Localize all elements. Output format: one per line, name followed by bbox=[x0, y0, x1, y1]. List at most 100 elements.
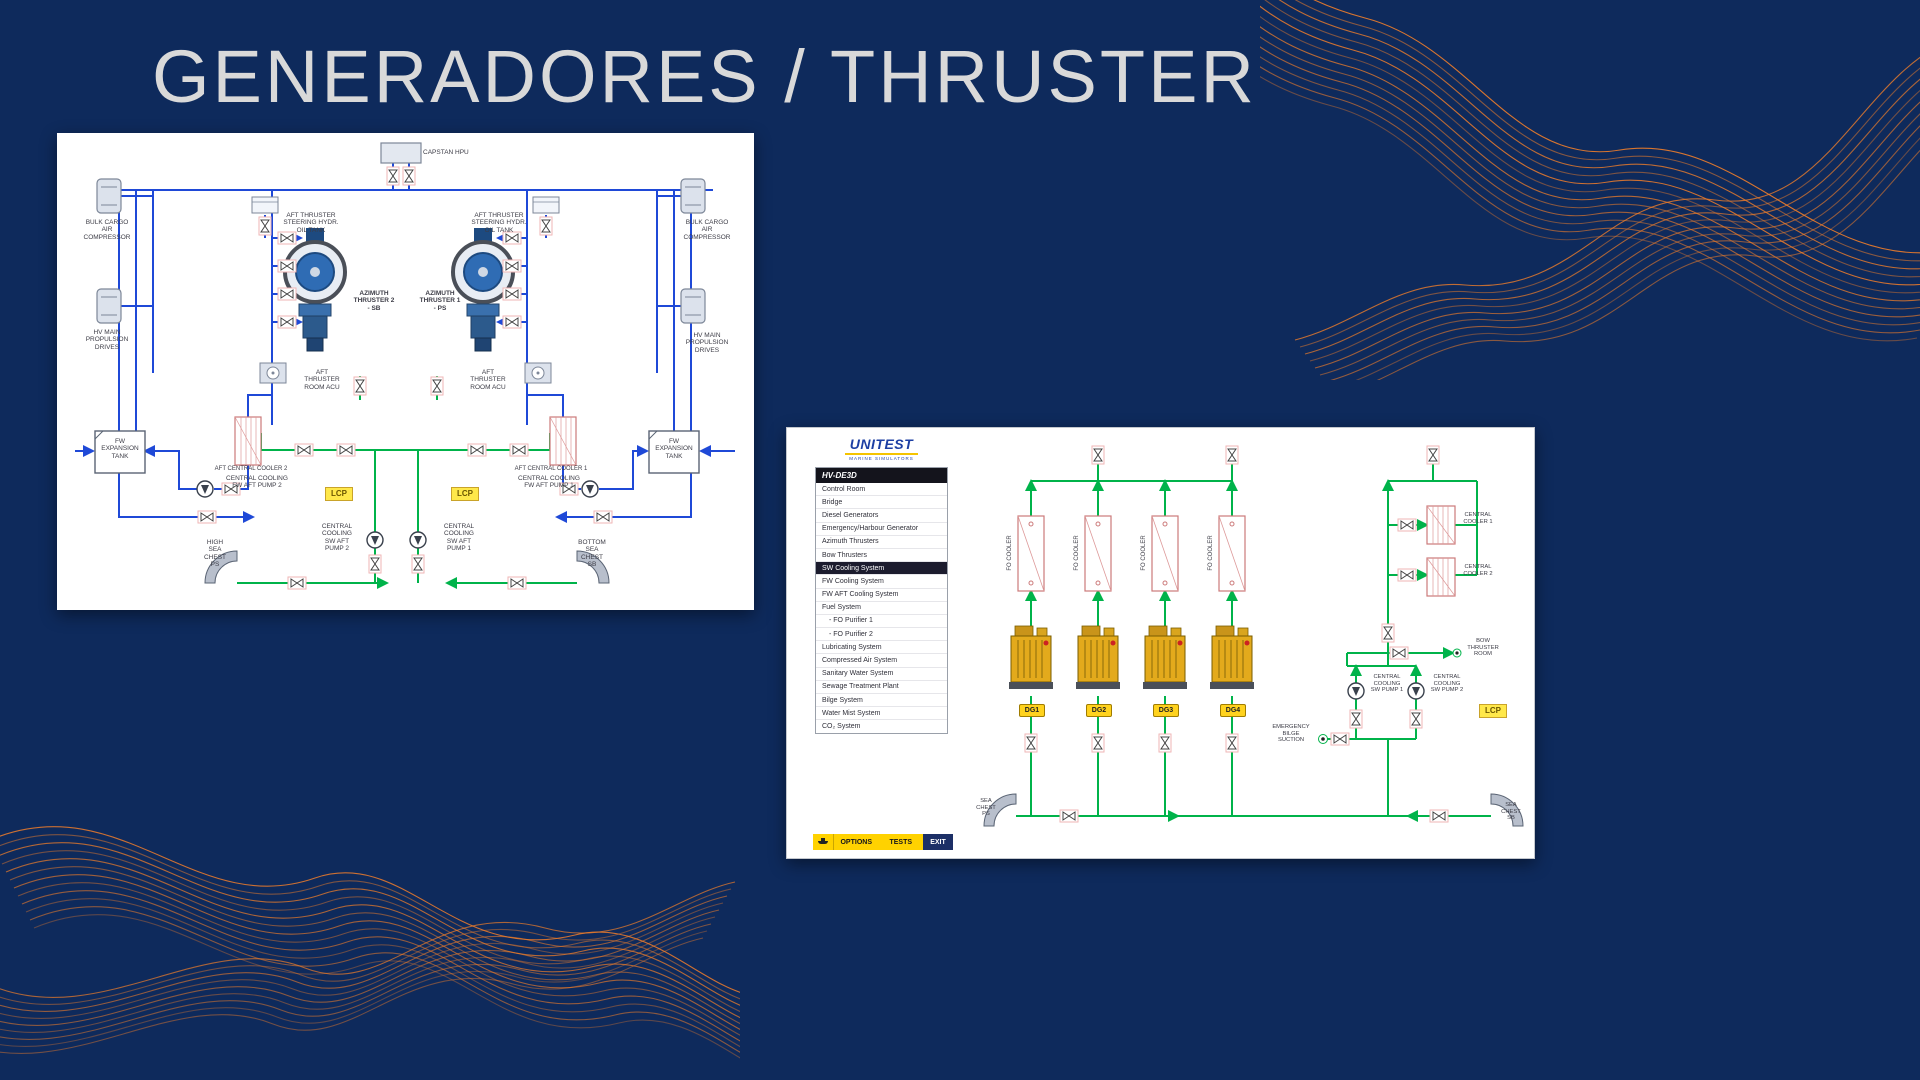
valve-icon bbox=[1225, 733, 1239, 753]
sea-chest-sb-shape bbox=[1490, 793, 1524, 827]
aft-central-cooler-2-label: AFT CENTRAL COOLER 2 bbox=[214, 466, 288, 472]
menu-header: HV-DE3D bbox=[816, 468, 947, 483]
menu-item-control-room[interactable]: Control Room bbox=[816, 483, 947, 497]
fw-aft-pump-1-label: CENTRAL COOLING FW AFT PUMP 1 bbox=[518, 475, 580, 490]
aft-cooling-piping-svg bbox=[75, 142, 735, 590]
sw-aft-pump-2[interactable] bbox=[366, 531, 384, 549]
tests-button[interactable]: TESTS bbox=[889, 838, 913, 846]
blue-fw-pipe-network bbox=[75, 163, 735, 523]
menu-item-fw-aft-cooling-system[interactable]: FW AFT Cooling System bbox=[816, 589, 947, 602]
dg1-badge[interactable]: DG1 bbox=[1019, 704, 1045, 717]
valve-icon bbox=[502, 315, 522, 329]
menu-item-water-mist-system[interactable]: Water Mist System bbox=[816, 707, 947, 721]
valve-icon bbox=[197, 510, 217, 524]
bulk-cargo-compressor-left-label: BULK CARGO AIR COMPRESSOR bbox=[83, 219, 131, 241]
sw-pump-2-label: CENTRAL COOLING SW PUMP 2 bbox=[1430, 674, 1464, 694]
central-cooling-sw-pump-1[interactable] bbox=[1347, 682, 1365, 700]
bottom-sea-chest-sb-shape bbox=[576, 550, 610, 584]
valve-icon bbox=[1389, 646, 1409, 660]
options-button[interactable]: OPTIONS bbox=[840, 838, 872, 846]
central-cooler-1-unit[interactable] bbox=[1426, 505, 1456, 545]
unitest-logo: UNITEST MARINE SIMULATORS bbox=[815, 432, 948, 463]
central-cooling-sw-pump-2[interactable] bbox=[1407, 682, 1425, 700]
menu-item-fo-purifier-1[interactable]: - FO Purifier 1 bbox=[816, 615, 947, 629]
fw-aft-pump-2[interactable] bbox=[196, 480, 214, 498]
valve-icon bbox=[507, 576, 527, 590]
menu-item-bilge-system[interactable]: Bilge System bbox=[816, 694, 947, 708]
lcp-button[interactable]: LCP bbox=[1479, 704, 1507, 718]
central-cooler-2-unit[interactable] bbox=[1426, 557, 1456, 597]
menu-item-co2-system[interactable]: CO₂ System bbox=[822, 722, 861, 730]
valve-icon bbox=[277, 259, 297, 273]
menu-item-bridge[interactable]: Bridge bbox=[816, 496, 947, 510]
valve-icon bbox=[502, 287, 522, 301]
sidebar: UNITEST MARINE SIMULATORS HV-DE3D Contro… bbox=[815, 432, 948, 734]
valve-icon bbox=[336, 443, 356, 457]
menu-item-sanitary-water-system[interactable]: Sanitary Water System bbox=[816, 668, 947, 681]
hv-main-propulsion-drive-left[interactable] bbox=[96, 288, 122, 324]
valve-icon bbox=[353, 376, 367, 396]
menu-item-lubricating-system[interactable]: Lubricating System bbox=[816, 641, 947, 655]
azimuth-thruster-2-label: AZIMUTH THRUSTER 2 - SB bbox=[353, 290, 395, 312]
menu-item-azimuth-thrusters[interactable]: Azimuth Thrusters bbox=[816, 536, 947, 549]
menu-item-compressed-air-system[interactable]: Compressed Air System bbox=[816, 654, 947, 668]
slide-title: GENERADORES / THRUSTER bbox=[152, 35, 1257, 118]
diesel-generator-2[interactable] bbox=[1075, 625, 1121, 690]
bow-thruster-connection-dot bbox=[1455, 651, 1459, 655]
sw-aft-pump-1[interactable] bbox=[409, 531, 427, 549]
menu-item-sewage-treatment-plant[interactable]: Sewage Treatment Plant bbox=[816, 681, 947, 694]
high-sea-chest-ps-shape bbox=[204, 550, 238, 584]
ship-icon[interactable] bbox=[813, 834, 834, 850]
menu-item-bow-thrusters[interactable]: Bow Thrusters bbox=[816, 549, 947, 563]
valve-icon bbox=[1349, 709, 1363, 729]
fo-cooler-1-unit[interactable] bbox=[1017, 515, 1045, 592]
bulk-cargo-air-compressor-right[interactable] bbox=[680, 178, 706, 214]
menu-item-fo-purifier-2[interactable]: - FO Purifier 2 bbox=[816, 628, 947, 642]
aft-central-cooler-2-unit[interactable] bbox=[234, 416, 262, 466]
dg2-badge[interactable]: DG2 bbox=[1086, 704, 1112, 717]
aft-central-cooler-1-unit[interactable] bbox=[549, 416, 577, 466]
tank-corner-mark bbox=[648, 430, 658, 440]
menu-item-fw-cooling-system[interactable]: FW Cooling System bbox=[816, 575, 947, 589]
emergency-bilge-suction-label: EMERGENCY BILGE SUCTION bbox=[1272, 724, 1310, 744]
lcp-button-right[interactable]: LCP bbox=[451, 487, 479, 501]
fw-expansion-tank-left[interactable] bbox=[94, 430, 146, 474]
valve-icon bbox=[1409, 709, 1423, 729]
sea-chest-ps-shape bbox=[983, 793, 1017, 827]
steering-oil-tank-right[interactable] bbox=[532, 196, 560, 214]
valve-icon bbox=[539, 216, 553, 236]
menu-item-emergency-harbour-generator[interactable]: Emergency/Harbour Generator bbox=[816, 523, 947, 536]
exit-button[interactable]: EXIT bbox=[923, 834, 953, 850]
lcp-button-left[interactable]: LCP bbox=[325, 487, 353, 501]
valve-icon bbox=[1158, 733, 1172, 753]
diesel-generator-1[interactable] bbox=[1008, 625, 1054, 690]
aft-thruster-room-acu-left[interactable] bbox=[259, 362, 287, 384]
steering-oil-tank-left[interactable] bbox=[251, 196, 279, 214]
dg3-badge[interactable]: DG3 bbox=[1153, 704, 1179, 717]
fo-cooler-4-label: FO COOLER bbox=[1208, 535, 1214, 571]
tank-corner-mark bbox=[94, 430, 104, 440]
aft-thruster-room-acu-right[interactable] bbox=[524, 362, 552, 384]
diesel-generator-3[interactable] bbox=[1142, 625, 1188, 690]
capstan-hpu-unit[interactable] bbox=[380, 142, 422, 164]
valve-icon bbox=[509, 443, 529, 457]
menu-item-fuel-system[interactable]: Fuel System bbox=[816, 602, 947, 615]
menu-item-diesel-generators[interactable]: Diesel Generators bbox=[816, 509, 947, 523]
wave-decoration-top-right bbox=[1260, 0, 1920, 380]
menu-item-sw-cooling-system[interactable]: SW Cooling System bbox=[816, 562, 947, 576]
hv-main-propulsion-drive-right[interactable] bbox=[680, 288, 706, 324]
valve-icon bbox=[1397, 568, 1417, 582]
diesel-generator-4[interactable] bbox=[1209, 625, 1255, 690]
bulk-cargo-air-compressor-left[interactable] bbox=[96, 178, 122, 214]
footer-bar: OPTIONS TESTS EXIT bbox=[813, 834, 953, 850]
fo-cooler-2-unit[interactable] bbox=[1084, 515, 1112, 592]
fo-cooler-4-unit[interactable] bbox=[1218, 515, 1246, 592]
hv-propulsion-left-label: HV MAIN PROPULSION DRIVES bbox=[85, 329, 129, 351]
sw-aft-pump-1-label: CENTRAL COOLING SW AFT PUMP 1 bbox=[443, 523, 475, 553]
valve-icon bbox=[411, 554, 425, 574]
dg4-badge[interactable]: DG4 bbox=[1220, 704, 1246, 717]
fo-cooler-3-unit[interactable] bbox=[1151, 515, 1179, 592]
acu-left-label: AFT THRUSTER ROOM ACU bbox=[304, 369, 340, 391]
valve-icon bbox=[1024, 733, 1038, 753]
fw-expansion-tank-right[interactable] bbox=[648, 430, 700, 474]
